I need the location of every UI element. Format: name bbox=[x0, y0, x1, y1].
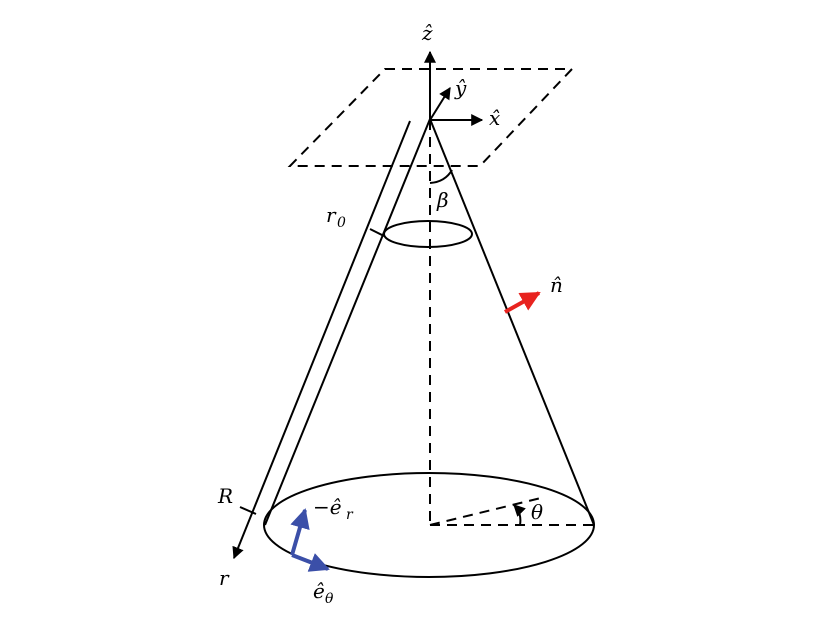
z-hat-label: ẑ bbox=[421, 21, 433, 45]
y-axis-arrow bbox=[429, 86, 451, 121]
beta-label: β bbox=[436, 188, 449, 212]
theta-label: θ bbox=[531, 500, 543, 524]
dashed-plane bbox=[287, 68, 575, 167]
minus-e-r-arrow bbox=[290, 508, 310, 556]
r-label: r bbox=[219, 566, 230, 590]
r0-subscript: 0 bbox=[337, 215, 346, 231]
r0-tick bbox=[369, 228, 385, 237]
minus-e-r-subscript: r bbox=[346, 507, 354, 523]
theta-arc bbox=[513, 504, 526, 526]
x-hat-label: x̂ bbox=[489, 106, 500, 130]
e-theta-subscript: θ bbox=[325, 591, 334, 607]
e-theta-arrow bbox=[291, 553, 330, 572]
cone-right-side bbox=[429, 118, 595, 526]
r0-label: r bbox=[326, 203, 337, 227]
cone-left-side bbox=[264, 118, 431, 526]
r-arrow bbox=[232, 120, 411, 560]
minus-e-r-label: −ê bbox=[313, 495, 342, 519]
R-label: R bbox=[217, 484, 233, 508]
cone-r0-ellipse bbox=[383, 220, 473, 248]
y-hat-label: ŷ bbox=[454, 76, 467, 100]
R-tick bbox=[239, 506, 257, 515]
base-radius-angled bbox=[429, 496, 546, 526]
normal-vector-arrow bbox=[504, 291, 541, 314]
e-theta-label: ê bbox=[313, 579, 325, 603]
cone-base-ellipse bbox=[263, 472, 595, 578]
n-hat-label: n̂ bbox=[550, 273, 563, 297]
beta-arc bbox=[429, 169, 453, 184]
